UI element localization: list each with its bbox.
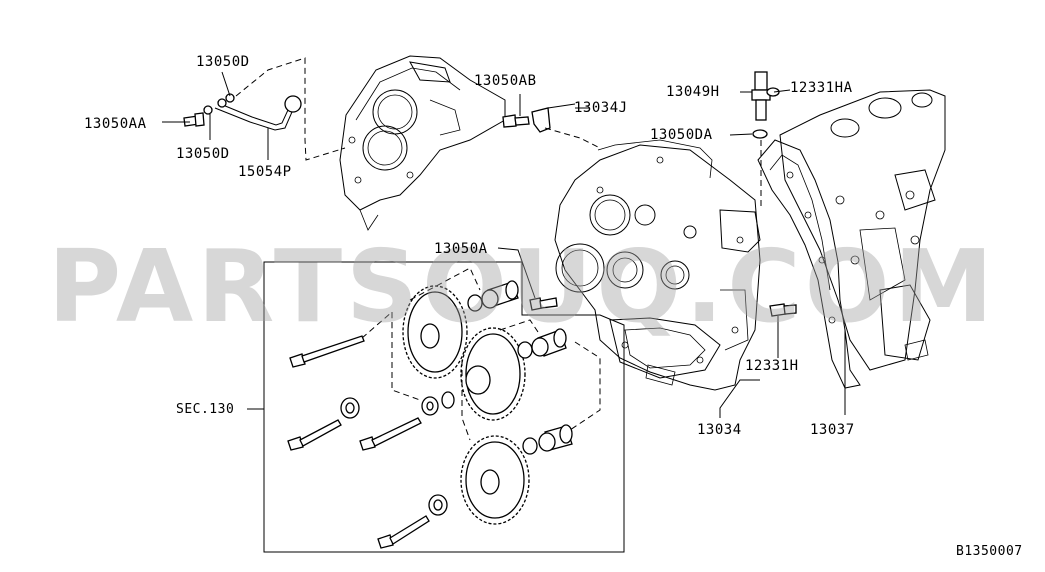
gasket-13037 (757, 139, 861, 415)
right-engine-block (779, 89, 946, 371)
label-13050AA[interactable]: 13050AA (84, 116, 147, 132)
label-12331HA[interactable]: 12331HA (790, 80, 853, 96)
oil-pipe-assembly (162, 57, 346, 161)
label-12331H[interactable]: 12331H (745, 358, 799, 374)
front-cover-13034 (554, 139, 761, 391)
sec130-frame (247, 261, 760, 553)
label-13034J[interactable]: 13034J (574, 100, 628, 116)
label-13050A[interactable]: 13050A (434, 241, 488, 257)
label-13037[interactable]: 13037 (810, 422, 855, 438)
label-sec130[interactable]: SEC.130 (176, 402, 235, 417)
label-15054P[interactable]: 15054P (238, 164, 292, 180)
diagram-id: B1350007 (956, 544, 1023, 559)
sensor-13049H (729, 71, 791, 210)
label-13049H[interactable]: 13049H (666, 84, 720, 100)
bolt-13050A (497, 247, 558, 311)
bolt-12331H (769, 303, 797, 358)
label-13034[interactable]: 13034 (697, 422, 742, 438)
label-13050D-top[interactable]: 13050D (196, 54, 250, 70)
label-13050DA[interactable]: 13050DA (650, 127, 713, 143)
gear-cluster (287, 267, 601, 549)
label-13050D-bottom[interactable]: 13050D (176, 146, 230, 162)
bracket-13034J (502, 94, 601, 149)
upper-left-engine-block (339, 55, 506, 231)
label-13050AB[interactable]: 13050AB (474, 73, 537, 89)
